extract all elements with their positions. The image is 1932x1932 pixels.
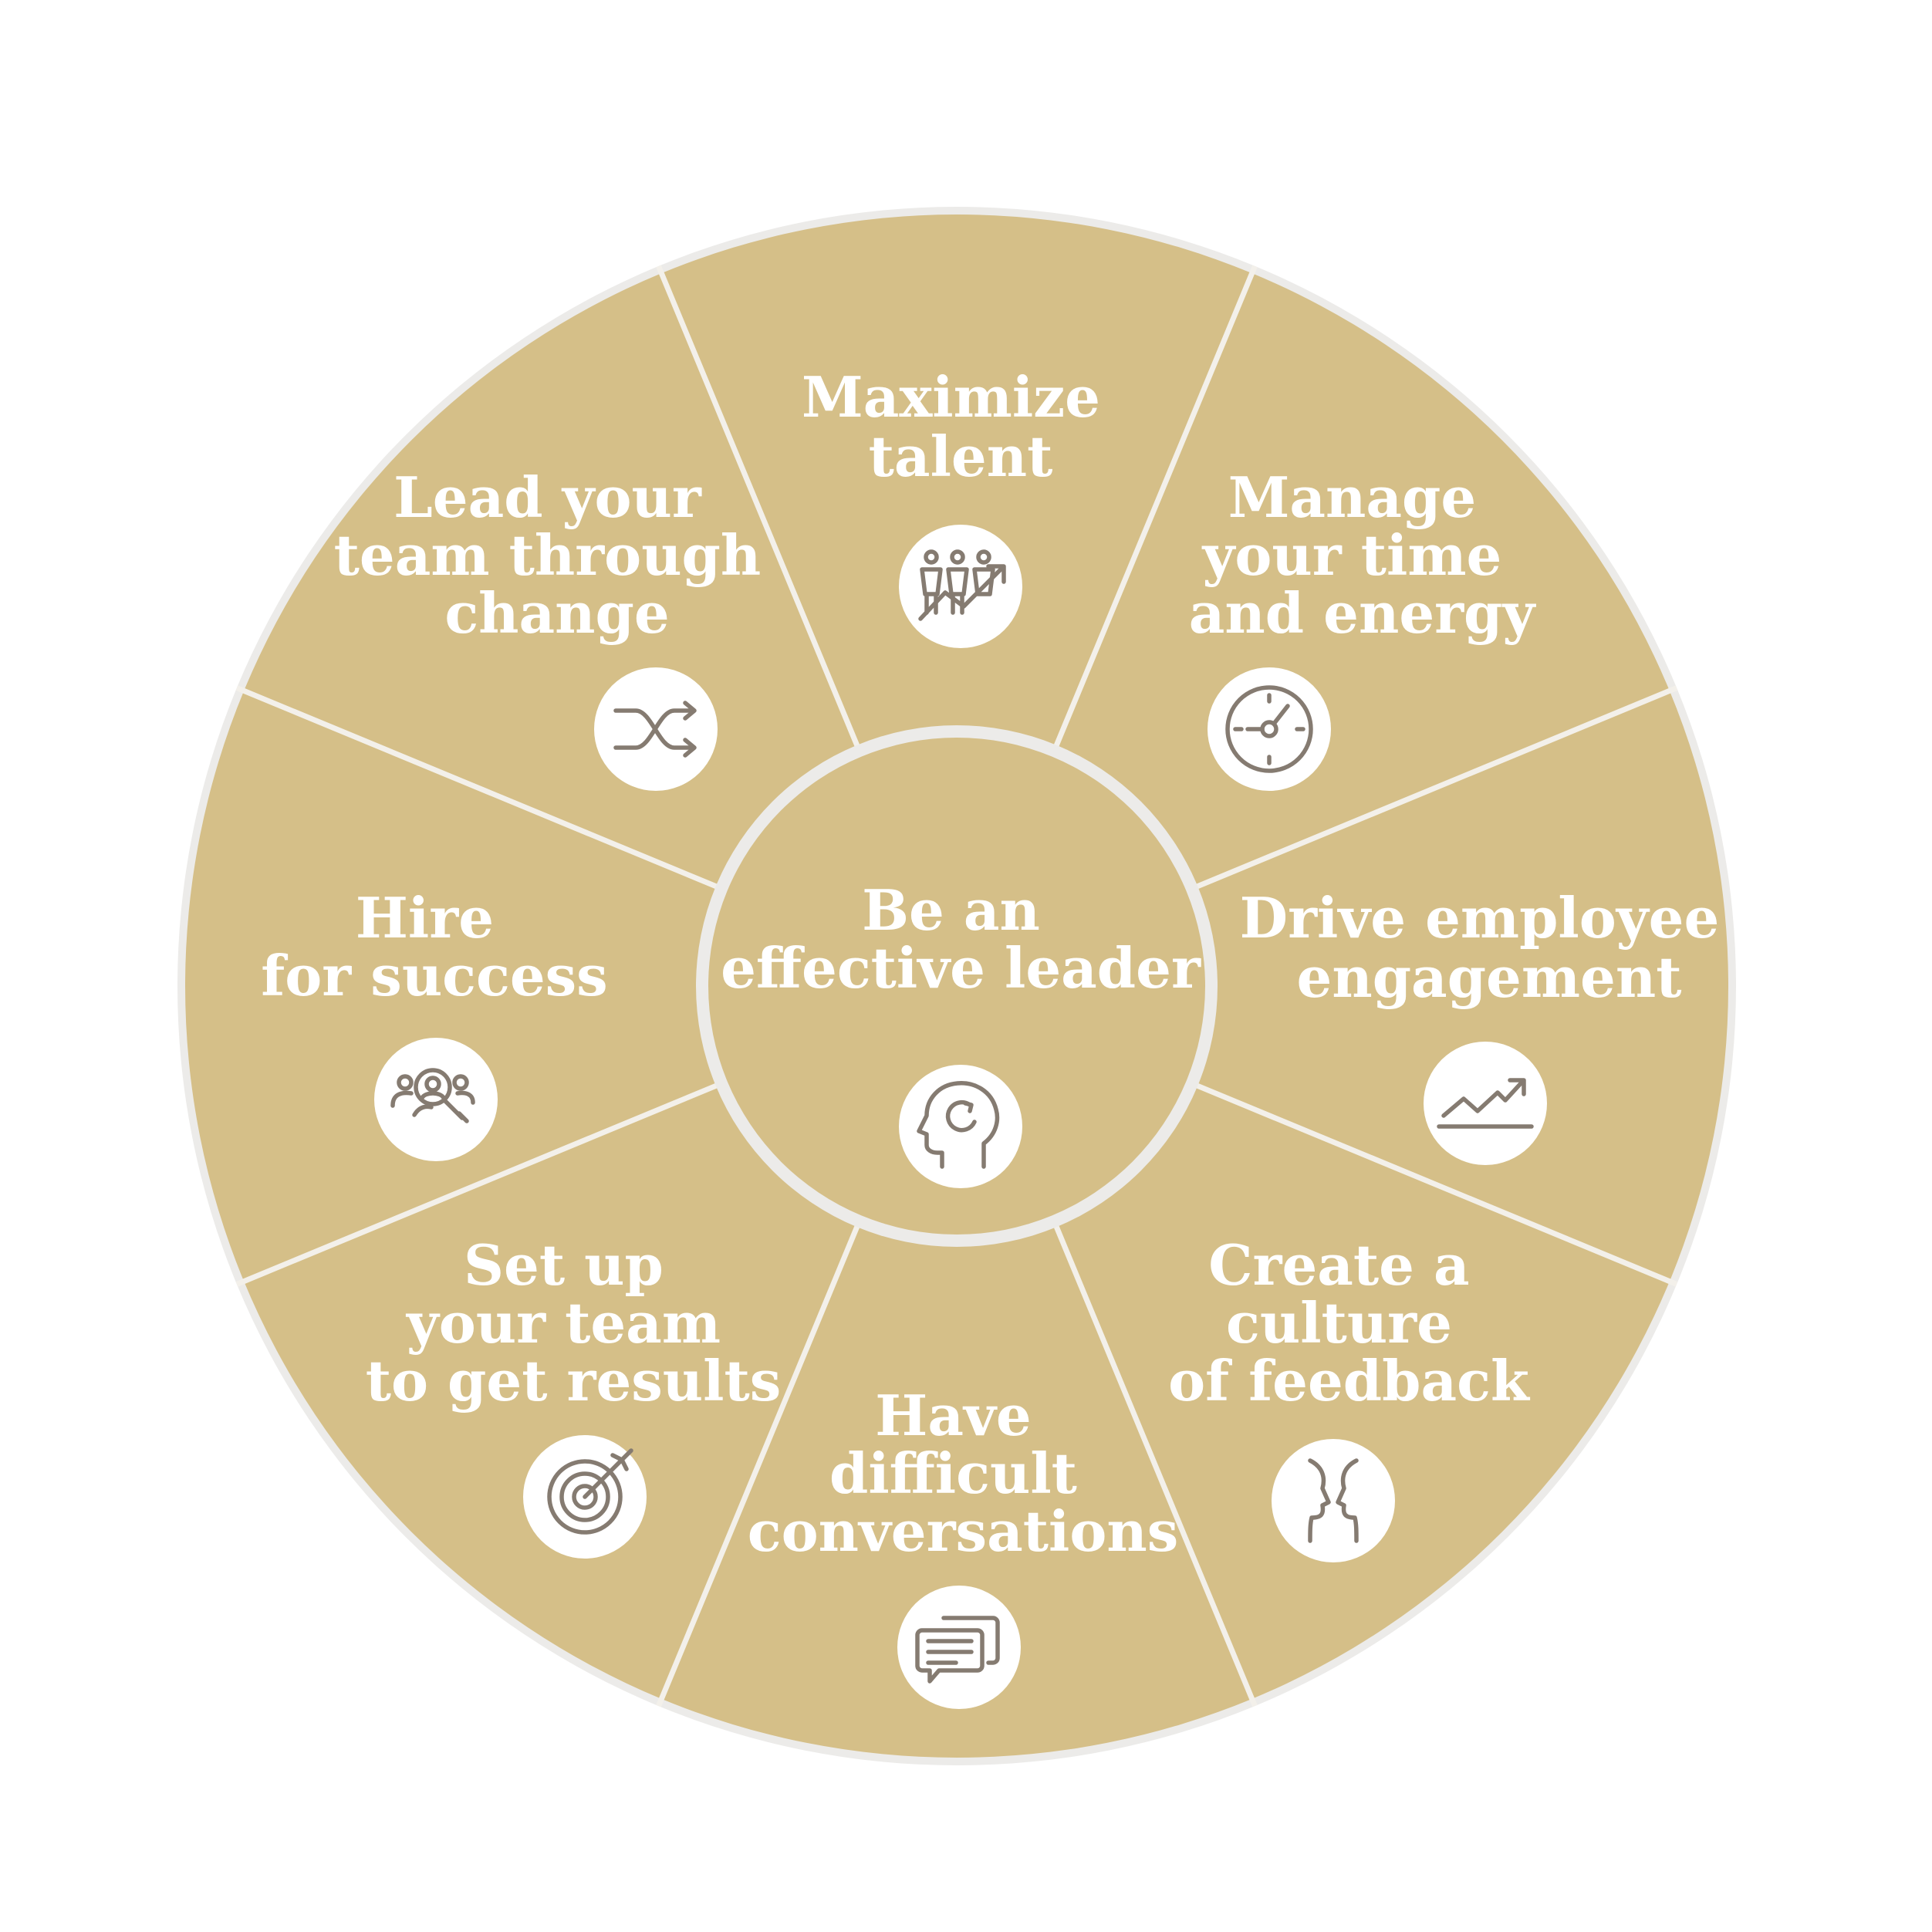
center-label-line: effective leader <box>721 935 1201 1001</box>
segment-hire-success[interactable]: Hire for success <box>261 885 608 1161</box>
segment-culture-feedback[interactable]: Create a culture of feedback <box>1168 1232 1531 1562</box>
trend-chart-icon <box>1424 1042 1547 1165</box>
segment-label-line: Maximize <box>802 364 1100 430</box>
center-hub <box>708 738 1205 1235</box>
svg-text:Be an effective leader: Be an effective leader <box>721 877 1201 1001</box>
segment-label-line: conversations <box>748 1498 1179 1564</box>
svg-text:Set up your team t: Set up your team to get results <box>366 1232 782 1414</box>
segment-label-line: team through <box>334 522 762 588</box>
segment-label-line: Drive employee <box>1240 885 1720 951</box>
segment-lead-change[interactable]: Lead your team through change <box>334 464 781 791</box>
segment-drive-engagement[interactable]: Drive employee engagement <box>1240 885 1739 1165</box>
segment-manage-time[interactable]: Manage your time and energy <box>1189 464 1537 791</box>
shuffle-icon <box>594 667 718 791</box>
svg-text:Maximize talent: Maximize talent <box>802 364 1120 489</box>
segment-label-line: engagement <box>1297 944 1682 1010</box>
segment-divider <box>235 1081 723 1287</box>
clock-icon <box>1208 667 1331 791</box>
talent-growth-icon <box>899 525 1022 648</box>
segment-label-line: talent <box>869 424 1053 489</box>
segment-dividers <box>235 265 1678 1707</box>
faces-icon <box>1272 1439 1395 1562</box>
svg-text:Manage your time a: Manage your time and energy <box>1189 464 1537 646</box>
segment-divider <box>1052 265 1258 752</box>
segment-label-line: to get results <box>366 1348 782 1414</box>
segment-divider <box>235 685 723 891</box>
segment-label-line: Hire <box>356 885 494 951</box>
people-search-icon <box>374 1038 498 1161</box>
segment-label-line: culture <box>1226 1290 1452 1356</box>
center-label-line: Be an <box>862 877 1040 943</box>
chat-bubbles-icon <box>897 1586 1021 1709</box>
segment-maximize-talent[interactable]: Maximize talent <box>802 364 1120 648</box>
svg-text:Create a culture o: Create a culture of feedback <box>1168 1232 1531 1414</box>
segment-label-line: Have <box>875 1383 1031 1448</box>
segment-label-line: Lead your <box>393 464 702 530</box>
segment-label-line: Manage <box>1228 464 1477 530</box>
svg-text:Hire for success: Hire for success <box>261 885 607 1008</box>
segment-difficult-conversations[interactable]: Have difficult conversations <box>748 1383 1179 1709</box>
segment-label-line: Set up <box>464 1232 664 1298</box>
segment-divider <box>656 1220 862 1707</box>
segment-label-line: your time <box>1202 522 1502 588</box>
segment-divider <box>656 265 862 752</box>
segment-divider <box>1191 685 1678 891</box>
svg-text:Lead your team through: Lead your team through change <box>334 464 781 646</box>
segment-divider <box>1052 1220 1258 1707</box>
segment-label-line: Create a <box>1208 1232 1469 1298</box>
segment-team-results[interactable]: Set up your team to get results <box>366 1232 782 1559</box>
head-refresh-icon <box>899 1065 1022 1188</box>
segment-label-line: and energy <box>1189 580 1537 646</box>
center-core-goal[interactable]: Be an effective leader <box>721 877 1201 1188</box>
segment-divider <box>1191 1081 1678 1287</box>
segment-label-line: your team <box>406 1290 721 1356</box>
segment-label-line: difficult <box>829 1441 1077 1506</box>
segment-label-line: of feedback <box>1168 1348 1531 1414</box>
target-icon <box>523 1435 647 1559</box>
svg-text:Drive employee engagemen: Drive employee engagement <box>1240 885 1739 1010</box>
segment-label-line: change <box>444 580 669 646</box>
svg-text:Have difficult con: Have difficult conversations <box>748 1383 1179 1564</box>
segment-label-line: for success <box>261 943 607 1008</box>
